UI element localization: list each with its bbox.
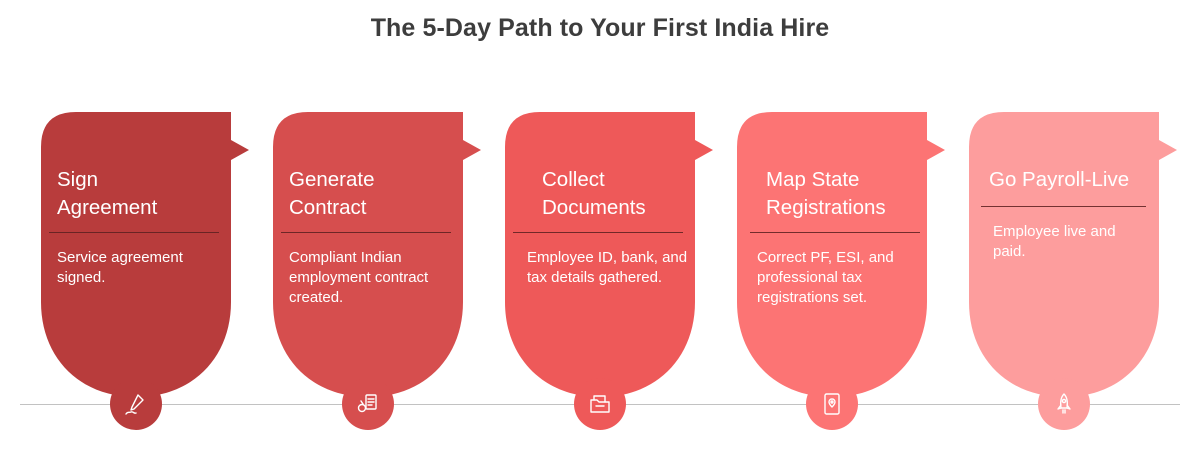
- contract-document-icon: [342, 378, 394, 430]
- step-divider: [981, 206, 1146, 207]
- step-card-shape: [737, 112, 945, 397]
- step-divider: [281, 232, 451, 233]
- step-card-shape: [969, 112, 1177, 397]
- step-divider: [750, 232, 920, 233]
- step-description: Compliant Indian employment contract cre…: [289, 249, 429, 306]
- step-divider: [49, 232, 219, 233]
- step-description: Correct PF, ESI, and professional tax re…: [757, 249, 894, 306]
- document-folder-icon: [574, 378, 626, 430]
- step-card-shape: [273, 112, 481, 397]
- step-divider: [513, 232, 683, 233]
- step-description: Employee live and paid.: [993, 223, 1116, 260]
- step-card-shape: [505, 112, 713, 397]
- step-card-shape: [41, 112, 249, 397]
- rocket-launch-icon: [1038, 378, 1090, 430]
- step-description: Employee ID, bank, and tax details gathe…: [527, 249, 688, 286]
- step-heading: Go Payroll-Live: [989, 168, 1130, 191]
- page-title: The 5-Day Path to Your First India Hire: [370, 14, 830, 42]
- location-map-icon: [806, 378, 858, 430]
- step-description: Service agreement signed.: [57, 249, 183, 286]
- step-card-go-payroll-live: Go Payroll-Live Employee live and paid.: [969, 112, 1177, 397]
- pen-signature-icon: [110, 378, 162, 430]
